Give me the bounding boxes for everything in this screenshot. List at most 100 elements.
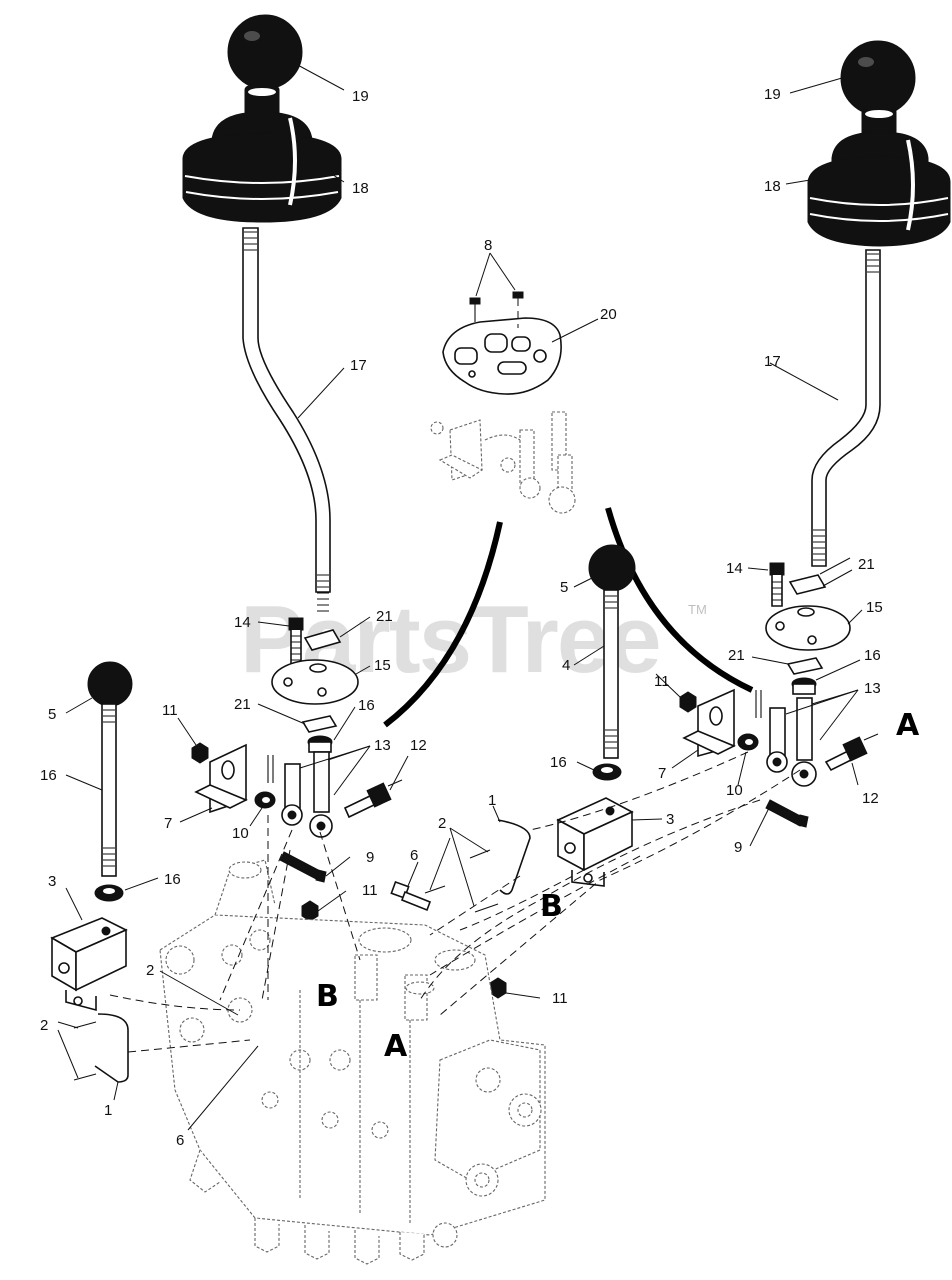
callout-21-left-lower: 21 [234, 696, 251, 713]
callout-16-left-nut: 16 [164, 871, 181, 888]
assembly-line-10 [529, 751, 749, 831]
left-nut-16 [94, 884, 124, 902]
center-nut-16 [592, 763, 622, 781]
callout-20: 20 [600, 306, 617, 323]
callout-18-left: 18 [352, 180, 369, 197]
callout-10-right: 10 [726, 782, 743, 799]
callout-12-left: 12 [410, 737, 427, 754]
left-joystick-boot [182, 85, 342, 223]
assembly-line-8 [439, 769, 801, 1016]
screws-8 [469, 291, 524, 328]
watermark-trademark: TM [688, 602, 707, 617]
callout-11-right: 11 [654, 673, 670, 690]
callout-21-right: 21 [858, 556, 875, 573]
callout-19-left: 19 [352, 88, 369, 105]
callout-9-right: 9 [734, 839, 742, 856]
right-nut-11 [679, 691, 697, 713]
callout-16-left-rod: 16 [40, 767, 57, 784]
assembly-line-12 [219, 829, 293, 1001]
callout-16-center: 16 [550, 754, 567, 771]
inset-arrow-right [605, 507, 754, 693]
callout-21-right-lower: 21 [728, 647, 745, 664]
callout-3-left: 3 [48, 873, 56, 890]
callout-18-right: 18 [764, 178, 781, 195]
callout-17-left: 17 [350, 357, 367, 374]
center-nut-11 [301, 900, 319, 922]
callout-11-center: 11 [362, 882, 378, 899]
left-screw-9 [279, 851, 327, 883]
callout-4: 4 [562, 657, 570, 674]
callout-14-left: 14 [234, 614, 251, 631]
connection-letter-a-right: A [896, 708, 920, 743]
callout-5-center: 5 [560, 579, 568, 596]
left-rod-16 [101, 703, 117, 877]
callout-21-left: 21 [376, 608, 393, 625]
left-joystick-knob [227, 14, 303, 90]
right-clevis-13 [755, 690, 817, 787]
assembly-line-2 [127, 1039, 251, 1053]
assembly-line-6 [429, 855, 641, 976]
callout-12-right: 12 [862, 790, 879, 807]
connection-letter-a-lower: A [384, 1029, 408, 1064]
connection-letter-b-center: B [540, 889, 563, 924]
center-block-3 [556, 797, 634, 887]
callout-15-left: 15 [374, 657, 391, 674]
right-joystick-boot [807, 107, 951, 247]
callout-2-left-upper: 2 [146, 962, 154, 979]
callout-11-lower: 11 [552, 990, 568, 1007]
right-bracket-7 [682, 688, 736, 758]
connection-letter-b-lower: B [316, 979, 339, 1014]
callout-2-left-lower: 2 [40, 1017, 48, 1034]
callout-11-left: 11 [162, 702, 178, 719]
center-rod-4 [603, 589, 619, 759]
callout-3-center: 3 [666, 811, 674, 828]
callout-15-right: 15 [866, 599, 883, 616]
callout-6-left: 6 [176, 1132, 184, 1149]
assembly-line-5 [459, 869, 585, 931]
callout-1-left: 1 [104, 1102, 112, 1119]
right-plate-15 [765, 605, 851, 651]
assembly-line-9 [319, 831, 361, 961]
right-bolt-14 [769, 562, 785, 607]
callout-16-right-upper: 16 [864, 647, 881, 664]
inset-assembly-ghost [430, 411, 576, 514]
left-block-3 [50, 917, 128, 1012]
callout-7-left: 7 [164, 815, 172, 832]
callout-5-left: 5 [48, 706, 56, 723]
inset-arrow-left [383, 521, 503, 728]
left-control-lever [242, 227, 331, 612]
right-joystick-knob [840, 40, 916, 116]
right-screw-9 [765, 799, 809, 828]
callout-9-left: 9 [366, 849, 374, 866]
callout-14-right: 14 [726, 560, 743, 577]
callout-17-right: 17 [764, 353, 781, 370]
left-u-link-1 [94, 1013, 129, 1083]
left-small-knob-5 [87, 661, 133, 707]
right-bushing-10 [737, 733, 759, 751]
left-pin-2b [73, 1073, 97, 1081]
callout-8: 8 [484, 237, 492, 254]
center-small-knob-5 [588, 544, 636, 592]
callout-2-center: 2 [438, 815, 446, 832]
right-gasket-21 [788, 574, 827, 595]
center-bolt-6 [390, 880, 432, 912]
left-bushing-10 [254, 791, 276, 809]
center-pin-2b [474, 903, 499, 913]
callout-6-center: 6 [410, 847, 418, 864]
right-control-lever [811, 249, 881, 567]
lower-nut-11 [489, 977, 507, 999]
center-u-link-1 [497, 819, 531, 895]
left-gasket-21-lower [301, 715, 338, 733]
callout-7-right: 7 [658, 765, 666, 782]
left-nut-16-upper [307, 735, 333, 753]
callout-13-left: 13 [374, 737, 391, 754]
assembly-line-1 [109, 994, 241, 1011]
callout-labels: 19 18 17 14 21 15 21 16 13 12 11 7 10 9 … [40, 86, 883, 1149]
connection-letters: A B B A [316, 708, 920, 1064]
assembly-line-11 [429, 875, 521, 936]
callout-10-left: 10 [232, 825, 249, 842]
hydraulic-valve-body [159, 859, 546, 1265]
gasket-plate-20 [442, 317, 562, 395]
center-pin-2c [424, 885, 446, 894]
